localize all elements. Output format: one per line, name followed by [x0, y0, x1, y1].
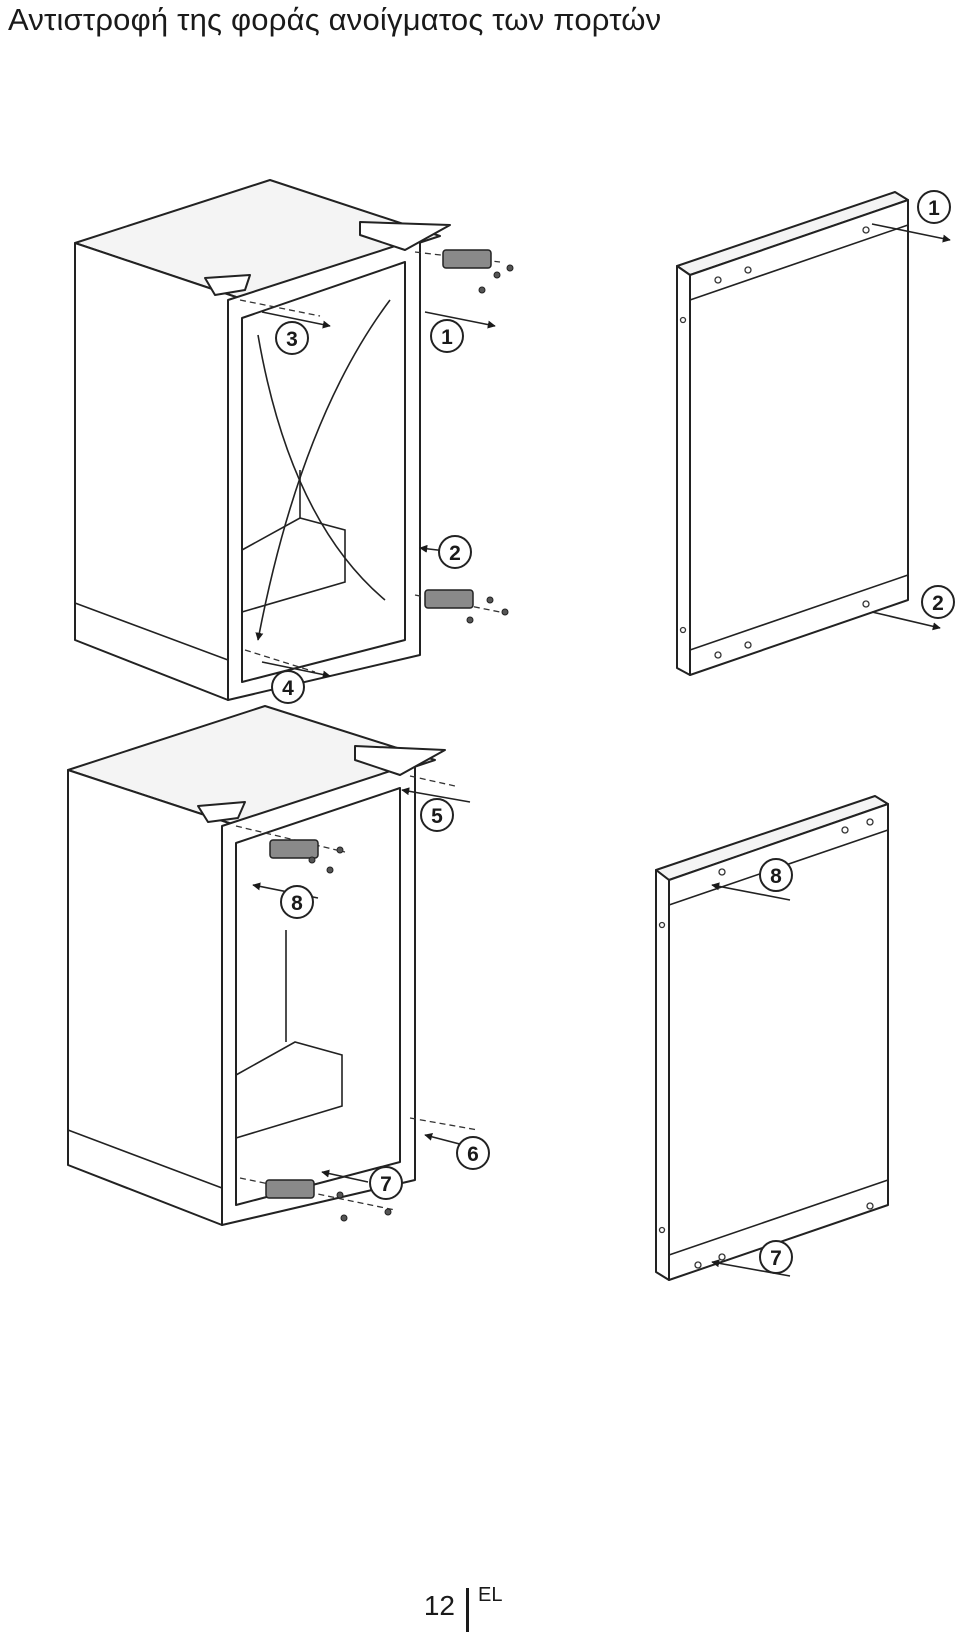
step-label-3: 3 — [286, 328, 298, 351]
page-number: 12 — [423, 1590, 455, 1621]
bottom-cab-hinge-top — [269, 839, 319, 859]
bottom-cab-hinge-bottom — [265, 1179, 315, 1199]
bottom-hinge — [424, 589, 474, 609]
top-cabinet — [74, 179, 514, 701]
step-label-8-cabinet: 8 — [291, 892, 303, 915]
step-marker-2-door: 2 — [921, 585, 955, 619]
bottom-cabinet-side — [67, 769, 239, 1226]
step-label-7-cabinet: 7 — [380, 1173, 392, 1196]
step-label-4: 4 — [282, 677, 294, 700]
footer-separator — [466, 1588, 469, 1632]
step-marker-7-door: 7 — [759, 1240, 793, 1274]
page-title: Αντιστροφή της φοράς ανοίγματος των πορτ… — [8, 2, 662, 37]
step-label-2-door: 2 — [932, 592, 944, 615]
top-door-panel — [689, 199, 909, 676]
bottom-hinge-plate — [354, 745, 446, 776]
step-marker-4: 4 — [271, 670, 305, 704]
step-marker-6: 6 — [456, 1136, 490, 1170]
bottom-door — [655, 795, 889, 1281]
top-hinge-plate — [359, 221, 451, 251]
door-reversal-diagram: 3 1 2 4 1 2 — [67, 179, 955, 1281]
step-label-5: 5 — [431, 805, 443, 828]
bottom-cabinet-opening — [235, 787, 401, 1206]
top-door-side-edge — [676, 265, 691, 676]
step-marker-3-top: 3 — [275, 321, 309, 355]
bottom-door-side-edge — [655, 869, 670, 1281]
step-marker-7-cabinet: 7 — [369, 1166, 403, 1200]
top-cabinet-opening — [241, 261, 406, 683]
step-label-6: 6 — [467, 1143, 479, 1166]
bottom-cabinet — [67, 705, 479, 1226]
step-marker-2-top: 2 — [438, 535, 472, 569]
step-marker-8-door: 8 — [759, 858, 793, 892]
bottom-door-panel — [668, 803, 889, 1281]
step-marker-8-cabinet: 8 — [280, 885, 314, 919]
language-code: EL — [478, 1584, 503, 1606]
step-label-7-door: 7 — [770, 1247, 782, 1270]
top-hinge-plate-left — [204, 274, 251, 296]
step-label-1-door: 1 — [928, 197, 940, 220]
step-marker-1-door: 1 — [917, 190, 951, 224]
bottom-hinge-plate-left — [197, 801, 246, 823]
step-label-2: 2 — [449, 542, 461, 565]
step-label-8-door: 8 — [770, 865, 782, 888]
top-door — [676, 191, 951, 676]
step-label-1: 1 — [441, 326, 453, 349]
step-marker-5: 5 — [420, 798, 454, 832]
page-footer: 12 EL — [0, 1584, 960, 1638]
step-marker-1-top: 1 — [430, 319, 464, 353]
top-hinge — [442, 249, 492, 269]
top-cabinet-side — [74, 242, 246, 701]
